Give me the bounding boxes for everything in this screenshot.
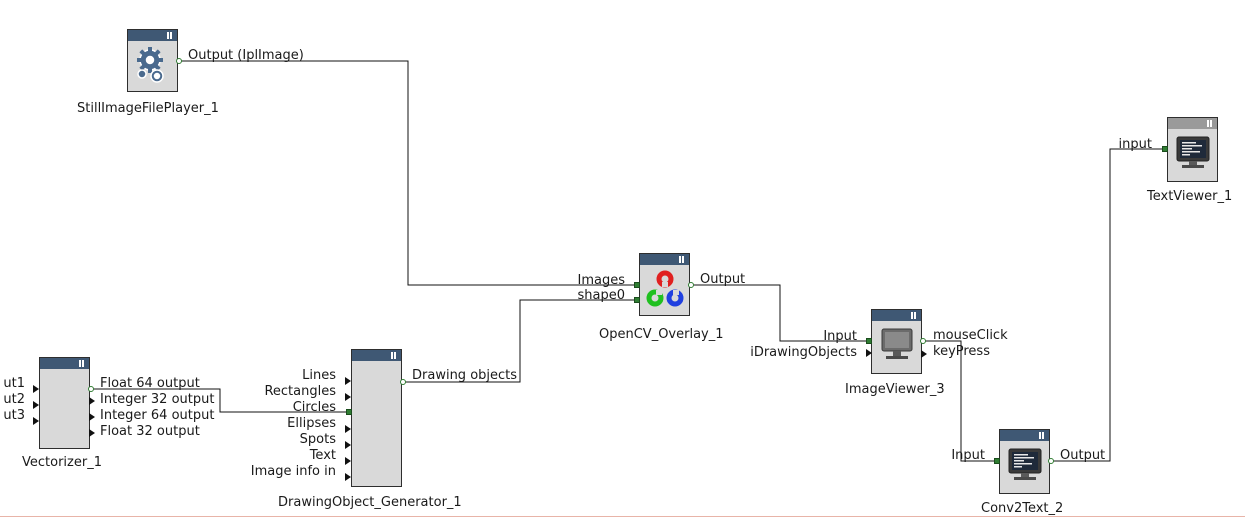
viewer-keypress-port[interactable]: [921, 350, 927, 358]
viewer-mouseclick-port[interactable]: [920, 338, 926, 344]
vectorizer-int32-port[interactable]: [89, 397, 95, 405]
node-conv2text[interactable]: [999, 429, 1050, 494]
vectorizer-float64-label: Float 64 output: [100, 376, 200, 391]
viewer-mouseclick-label: mouseClick: [933, 328, 1008, 343]
node-title-bar[interactable]: [352, 350, 401, 361]
node-opencv-overlay[interactable]: [639, 253, 690, 316]
vectorizer-in1-port[interactable]: [33, 385, 39, 393]
overlay-output-port[interactable]: [688, 282, 694, 288]
generator-output-port[interactable]: [400, 379, 406, 385]
generator-ellipses-label: Ellipses: [287, 416, 336, 431]
still-output-port[interactable]: [176, 58, 182, 64]
pause-icon[interactable]: [679, 256, 684, 263]
node-name-vectorizer: Vectorizer_1: [22, 455, 102, 470]
wire-vectorizer-to-generator-circles[interactable]: [92, 388, 348, 413]
node-name-drawing-generator: DrawingObject_Generator_1: [278, 495, 462, 510]
node-image-viewer[interactable]: [871, 309, 922, 374]
viewer-drawingobjects-label: iDrawingObjects: [750, 345, 857, 360]
viewer-input-label: Input: [823, 329, 857, 344]
conv2text-input-port[interactable]: [994, 458, 1000, 464]
vectorizer-int32-label: Integer 32 output: [100, 392, 215, 407]
overlay-shape0-port[interactable]: [634, 297, 640, 303]
generator-ellipses-port[interactable]: [345, 425, 351, 433]
generator-circles-label: Circles: [292, 400, 336, 415]
vectorizer-float32-port[interactable]: [89, 429, 95, 437]
node-name-conv2text: Conv2Text_2: [981, 501, 1064, 516]
viewer-drawingobjects-port[interactable]: [866, 349, 872, 357]
generator-lines-port[interactable]: [345, 377, 351, 385]
pause-icon[interactable]: [1039, 432, 1044, 439]
overlay-images-label: Images: [577, 273, 626, 288]
node-title-bar[interactable]: [640, 254, 689, 265]
generator-text-label: Text: [309, 448, 336, 463]
conv2text-output-port[interactable]: [1048, 458, 1054, 464]
conv2text-output-label: Output: [1060, 448, 1106, 463]
textviewer-input-label: input: [1118, 137, 1152, 152]
node-title-bar[interactable]: [872, 310, 921, 321]
vectorizer-in1-label: ut1: [3, 376, 25, 391]
generator-text-port[interactable]: [345, 457, 351, 465]
viewer-keypress-label: keyPress: [933, 344, 990, 359]
pause-icon[interactable]: [1207, 120, 1212, 127]
viewer-input-port[interactable]: [866, 338, 872, 344]
generator-spots-port[interactable]: [345, 441, 351, 449]
still-output-label: Output (IplImage): [188, 48, 304, 63]
vectorizer-in3-label: ut3: [3, 408, 25, 423]
node-name-opencv-overlay: OpenCV_Overlay_1: [599, 327, 724, 342]
node-title-bar[interactable]: [1000, 430, 1049, 441]
gears-icon: [137, 47, 164, 83]
node-title-bar[interactable]: [40, 358, 89, 369]
generator-rectangles-label: Rectangles: [264, 384, 336, 399]
node-still-image-player[interactable]: [127, 29, 178, 92]
pause-icon[interactable]: [391, 352, 396, 359]
vectorizer-in2-label: ut2: [3, 392, 25, 407]
node-title-bar[interactable]: [128, 30, 177, 41]
pause-icon[interactable]: [911, 312, 916, 319]
conv2text-input-label: Input: [951, 448, 985, 463]
node-drawing-generator[interactable]: [351, 349, 402, 487]
vectorizer-in3-port[interactable]: [33, 417, 39, 425]
generator-circles-port[interactable]: [346, 409, 352, 415]
generator-spots-label: Spots: [299, 432, 336, 447]
wire-still-to-overlay-images[interactable]: [180, 60, 636, 286]
pause-icon[interactable]: [167, 32, 172, 39]
pause-icon[interactable]: [79, 360, 84, 367]
node-name-still-image-player: StillImageFilePlayer_1: [77, 101, 219, 116]
monitor-icon: [881, 328, 913, 359]
generator-rectangles-port[interactable]: [345, 393, 351, 401]
opencv-logo-icon: [646, 270, 684, 307]
generator-lines-label: Lines: [302, 368, 336, 383]
generator-output-label: Drawing objects: [412, 368, 518, 383]
terminal-monitor-icon: [1176, 136, 1210, 168]
node-name-text-viewer: TextViewer_1: [1147, 189, 1233, 204]
node-title-bar[interactable]: [1168, 118, 1217, 129]
node-vectorizer[interactable]: [39, 357, 90, 449]
wire-overlay-to-viewer-input[interactable]: [691, 284, 869, 342]
vectorizer-float64-port[interactable]: [88, 386, 94, 392]
canvas-bottom-border: [0, 516, 1245, 517]
textviewer-input-port[interactable]: [1162, 146, 1168, 152]
vectorizer-float32-label: Float 32 output: [100, 424, 200, 439]
generator-imageinfo-label: Image info in: [250, 464, 336, 479]
overlay-shape0-label: shape0: [577, 288, 626, 303]
overlay-images-port[interactable]: [634, 282, 640, 288]
generator-imageinfo-port[interactable]: [345, 473, 351, 481]
overlay-output-label: Output: [700, 272, 746, 287]
node-text-viewer[interactable]: [1167, 117, 1218, 182]
vectorizer-int64-label: Integer 64 output: [100, 408, 215, 423]
wire-generator-to-overlay-shape0[interactable]: [404, 299, 636, 383]
vectorizer-in2-port[interactable]: [33, 401, 39, 409]
vectorizer-int64-port[interactable]: [89, 413, 95, 421]
wire-conv2text-to-textviewer-input[interactable]: [1051, 148, 1165, 462]
terminal-monitor-icon: [1008, 448, 1042, 480]
wire-viewer-to-conv2text-input[interactable]: [924, 340, 997, 462]
node-name-image-viewer: ImageViewer_3: [845, 382, 945, 397]
